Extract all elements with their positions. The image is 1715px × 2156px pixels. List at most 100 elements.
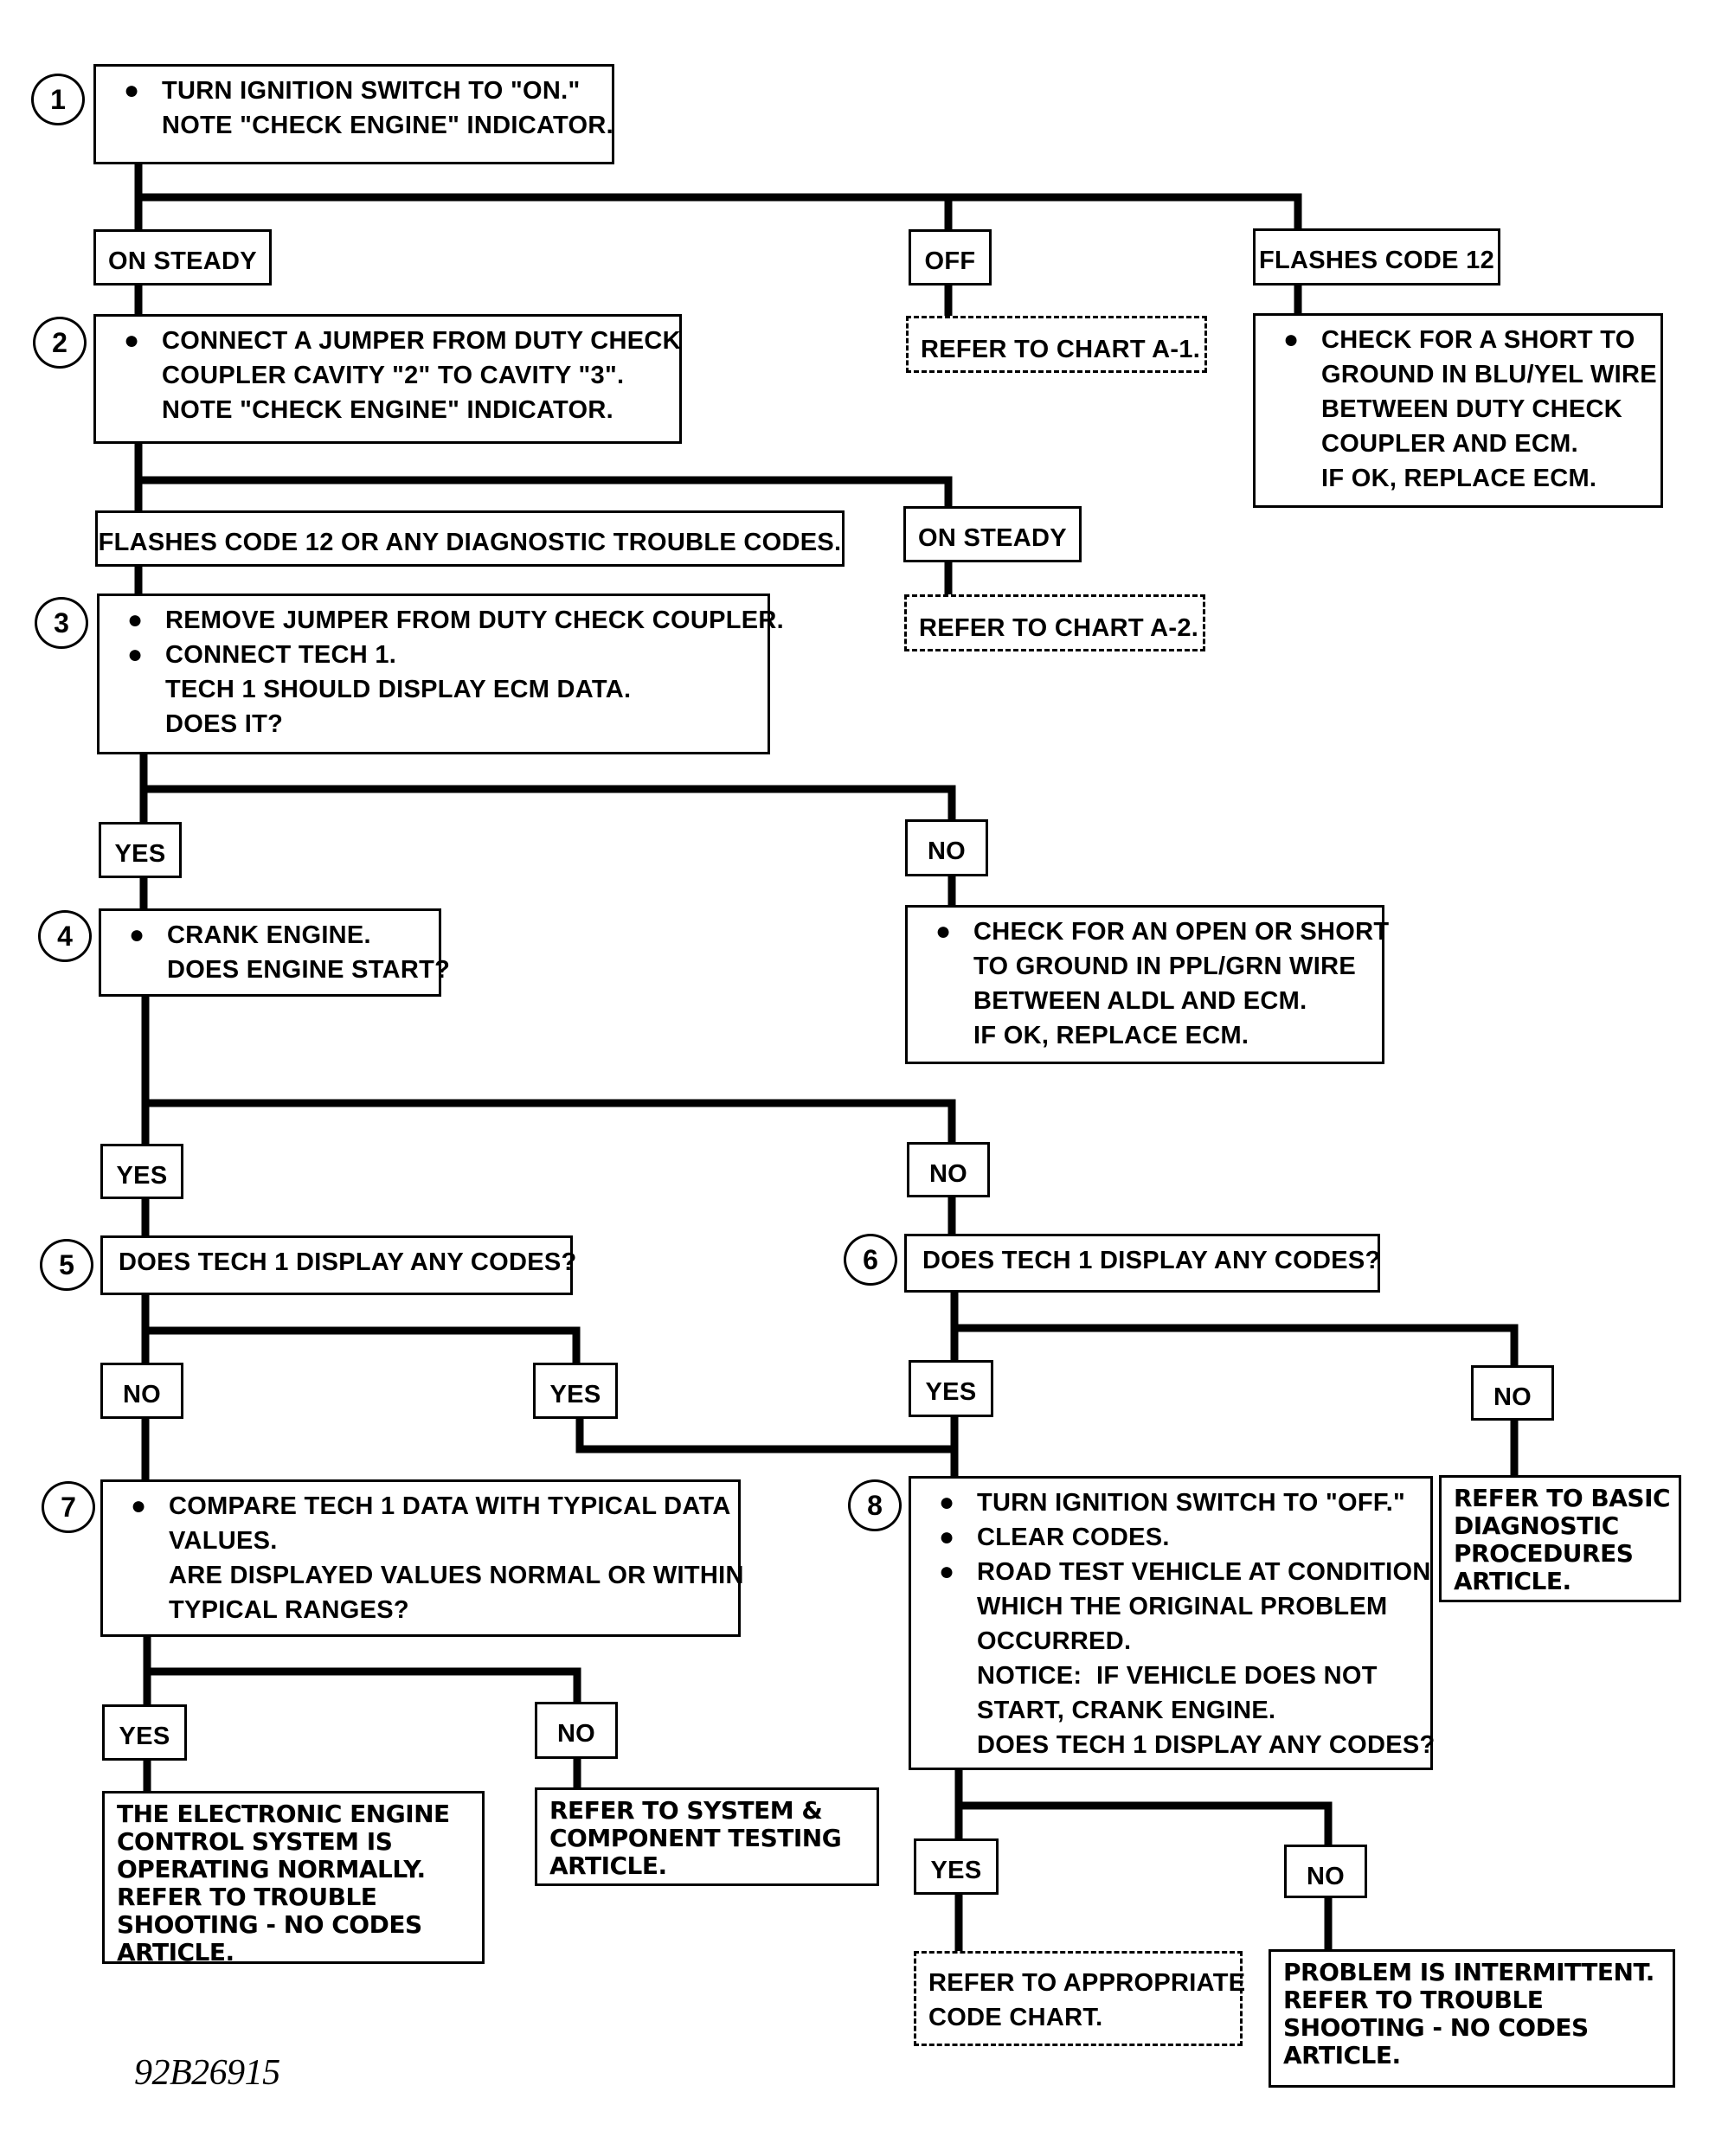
step-2-line-1: ●CONNECT A JUMPER FROM DUTY CHECK <box>112 324 681 358</box>
step-8-line-3: ●ROAD TEST VEHICLE AT CONDITION <box>927 1555 1430 1589</box>
label-flashes-code-12: FLASHES CODE 12 <box>1253 228 1500 286</box>
result-code-chart: REFER TO APPROPRIATE CODE CHART. <box>914 1951 1246 2046</box>
intermittent-line-2: REFER TO TROUBLE <box>1283 1986 1544 2014</box>
step-8-line-8: DOES TECH 1 DISPLAY ANY CODES? <box>977 1731 1436 1759</box>
step-7-number: 7 <box>42 1481 95 1533</box>
step-7-line-1: ●COMPARE TECH 1 DATA WITH TYPICAL DATA <box>119 1489 738 1524</box>
normal-line-5: SHOOTING - NO CODES <box>117 1910 422 1939</box>
sys-comp-line-3: ARTICLE. <box>549 1851 667 1880</box>
bullet-icon: ● <box>127 640 144 669</box>
step-4-line-2: DOES ENGINE START? <box>167 956 451 984</box>
open-check-line-2: TO GROUND IN PPL/GRN WIRE <box>973 953 1356 980</box>
label-yes-step5: YES <box>533 1363 618 1419</box>
bullet-icon: ● <box>124 76 140 105</box>
step-5-text: DOES TECH 1 DISPLAY ANY CODES? <box>119 1248 577 1276</box>
step-3-line-3: TECH 1 SHOULD DISPLAY ECM DATA. <box>165 676 632 703</box>
label-no-step4: NO <box>907 1142 990 1197</box>
step-3-number: 3 <box>35 597 88 649</box>
open-check-line-3: BETWEEN ALDL AND ECM. <box>973 987 1307 1015</box>
short-check-line-4: COUPLER AND ECM. <box>1321 430 1578 458</box>
label-on-steady-2: ON STEADY <box>903 506 1082 562</box>
result-basic-diagnostic: REFER TO BASIC DIAGNOSTIC PROCEDURES ART… <box>1439 1475 1681 1602</box>
step-4-number: 4 <box>38 910 92 962</box>
result-open-check: ●CHECK FOR AN OPEN OR SHORT TO GROUND IN… <box>905 905 1389 1064</box>
step-8-line-5: OCCURRED. <box>977 1627 1132 1655</box>
label-no-step6: NO <box>1471 1365 1554 1421</box>
step-8-line-1: ●TURN IGNITION SWITCH TO "OFF." <box>927 1485 1430 1520</box>
label-flashes-any-codes: FLASHES CODE 12 OR ANY DIAGNOSTIC TROUBL… <box>95 510 845 567</box>
step-1-number: 1 <box>31 74 85 125</box>
step-2-line-2: COUPLER CAVITY "2" TO CAVITY "3". <box>162 362 625 389</box>
figure-id: 92B26915 <box>134 2053 280 2093</box>
normal-line-1: THE ELECTRONIC ENGINE <box>117 1800 450 1828</box>
step-2-number: 2 <box>33 317 87 369</box>
step-6-number: 6 <box>844 1234 897 1286</box>
sys-comp-line-2: COMPONENT TESTING <box>549 1824 842 1852</box>
short-check-line-5: IF OK, REPLACE ECM. <box>1321 465 1597 492</box>
basic-diag-line-1: REFER TO BASIC <box>1454 1484 1671 1512</box>
intermittent-line-3: SHOOTING - NO CODES <box>1283 2013 1589 2042</box>
step-7-line-3: ARE DISPLAYED VALUES NORMAL OR WITHIN <box>169 1562 744 1589</box>
basic-diag-line-4: ARTICLE. <box>1454 1567 1571 1595</box>
step-4-line-1: ●CRANK ENGINE. <box>117 918 439 953</box>
short-check-line-2: GROUND IN BLU/YEL WIRE <box>1321 361 1657 388</box>
step-6-text: DOES TECH 1 DISPLAY ANY CODES? <box>922 1247 1381 1274</box>
result-refer-chart-a1: REFER TO CHART A-1. <box>906 316 1207 373</box>
label-yes-step3: YES <box>99 822 182 878</box>
label-off: OFF <box>909 229 992 286</box>
label-yes-step6: YES <box>909 1360 993 1417</box>
step-7-box: ●COMPARE TECH 1 DATA WITH TYPICAL DATA V… <box>100 1479 744 1637</box>
code-chart-line-2: CODE CHART. <box>928 2004 1103 2031</box>
bullet-icon: ● <box>124 326 140 355</box>
label-no-step7: NO <box>535 1702 618 1759</box>
normal-line-3: OPERATING NORMALLY. <box>117 1855 426 1883</box>
step-7-line-2: VALUES. <box>169 1527 278 1555</box>
bullet-icon: ● <box>131 1492 147 1520</box>
sys-comp-line-1: REFER TO SYSTEM & <box>549 1796 823 1825</box>
label-yes-step8: YES <box>914 1838 999 1895</box>
step-6-box: DOES TECH 1 DISPLAY ANY CODES? <box>904 1234 1380 1293</box>
bullet-icon: ● <box>939 1488 955 1517</box>
step-8-line-4: WHICH THE ORIGINAL PROBLEM <box>977 1593 1388 1620</box>
label-no-step5: NO <box>100 1363 183 1419</box>
label-yes-step4: YES <box>100 1144 183 1199</box>
intermittent-line-1: PROBLEM IS INTERMITTENT. <box>1283 1958 1654 1986</box>
normal-line-2: CONTROL SYSTEM IS <box>117 1827 393 1856</box>
step-8-line-2: ●CLEAR CODES. <box>927 1520 1430 1555</box>
result-intermittent: PROBLEM IS INTERMITTENT. REFER TO TROUBL… <box>1269 1949 1675 2088</box>
basic-diag-line-3: PROCEDURES <box>1454 1539 1634 1568</box>
bullet-icon: ● <box>129 921 145 949</box>
bullet-icon: ● <box>939 1523 955 1551</box>
step-2-line-3: NOTE "CHECK ENGINE" INDICATOR. <box>162 396 614 424</box>
normal-line-6: ARTICLE. <box>117 1938 234 1967</box>
step-5-box: DOES TECH 1 DISPLAY ANY CODES? <box>100 1235 577 1295</box>
bullet-icon: ● <box>127 606 144 634</box>
step-5-number: 5 <box>40 1239 93 1291</box>
step-3-line-1: ●REMOVE JUMPER FROM DUTY CHECK COUPLER. <box>115 603 784 638</box>
step-1-line-2: NOTE "CHECK ENGINE" INDICATOR. <box>162 112 614 139</box>
step-8-line-7: START, CRANK ENGINE. <box>977 1697 1276 1724</box>
step-8-number: 8 <box>848 1479 902 1531</box>
bullet-icon: ● <box>1283 325 1300 354</box>
result-system-component-testing: REFER TO SYSTEM & COMPONENT TESTING ARTI… <box>535 1787 879 1886</box>
open-check-line-4: IF OK, REPLACE ECM. <box>973 1022 1249 1049</box>
result-operating-normally: THE ELECTRONIC ENGINE CONTROL SYSTEM IS … <box>102 1791 485 1967</box>
short-check-line-1: ●CHECK FOR A SHORT TO <box>1271 323 1660 357</box>
bullet-icon: ● <box>939 1557 955 1586</box>
code-chart-line-1: REFER TO APPROPRIATE <box>928 1969 1246 1997</box>
label-no-step8: NO <box>1284 1845 1367 1898</box>
label-no-step3: NO <box>905 819 988 876</box>
step-3-box: ●REMOVE JUMPER FROM DUTY CHECK COUPLER. … <box>97 594 784 754</box>
step-8-box: ●TURN IGNITION SWITCH TO "OFF." ●CLEAR C… <box>909 1476 1436 1770</box>
step-4-box: ●CRANK ENGINE. DOES ENGINE START? <box>99 908 451 997</box>
step-3-line-4: DOES IT? <box>165 710 284 738</box>
basic-diag-line-2: DIAGNOSTIC <box>1454 1511 1619 1540</box>
short-check-line-3: BETWEEN DUTY CHECK <box>1321 395 1623 423</box>
result-refer-chart-a2: REFER TO CHART A-2. <box>904 594 1205 651</box>
label-on-steady: ON STEADY <box>93 229 272 286</box>
step-3-line-2: ●CONNECT TECH 1. <box>115 638 768 672</box>
step-8-line-6: NOTICE: IF VEHICLE DOES NOT <box>977 1662 1378 1690</box>
step-1-line-1: ●TURN IGNITION SWITCH TO "ON." <box>112 74 612 108</box>
bullet-icon: ● <box>935 917 952 946</box>
